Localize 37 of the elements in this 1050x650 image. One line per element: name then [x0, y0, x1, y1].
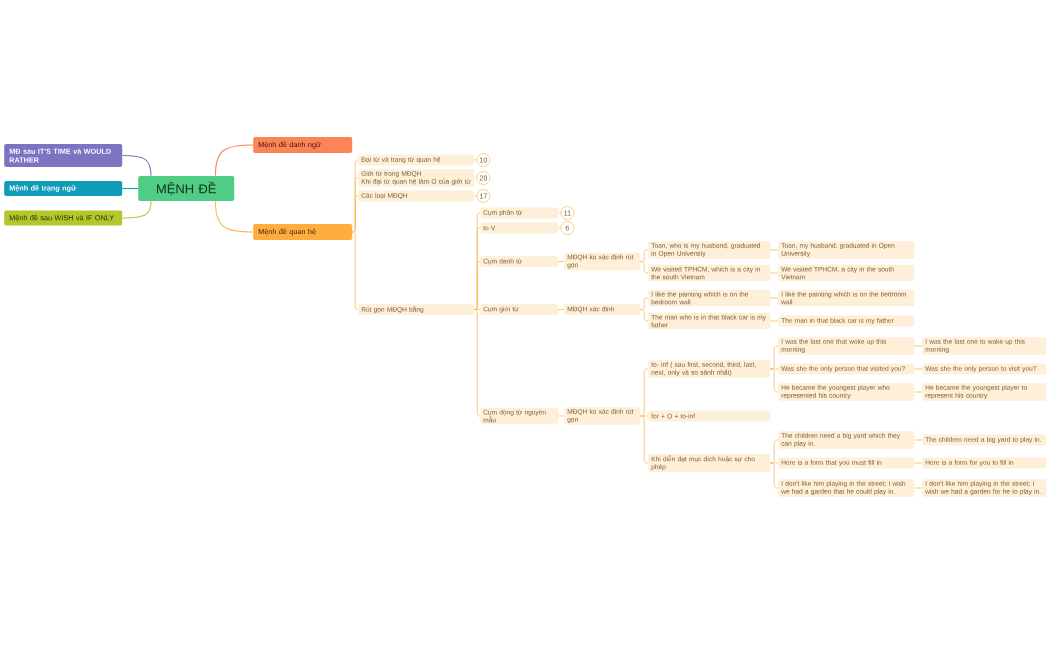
branch-line — [770, 297, 779, 299]
branch-line — [770, 368, 779, 393]
branch-line — [558, 309, 565, 310]
branch-line — [640, 309, 649, 322]
branch-line — [914, 462, 923, 464]
branch-line — [121, 154, 152, 177]
branch-line — [770, 345, 779, 370]
branch-line — [770, 462, 779, 489]
branch-line — [640, 249, 649, 262]
branch-line — [640, 415, 649, 464]
branch-line — [914, 345, 923, 347]
branch-line — [770, 439, 779, 464]
branch-line — [640, 415, 649, 417]
branch-line — [914, 439, 923, 441]
branch-line — [770, 320, 779, 322]
branch-line — [214, 200, 254, 233]
branch-line — [474, 309, 481, 417]
branch-line — [914, 391, 923, 393]
branch-line — [770, 462, 779, 464]
branch-line — [474, 261, 481, 310]
branch-line — [914, 487, 923, 489]
branch-line — [770, 272, 779, 274]
branch-line — [558, 261, 565, 262]
branch-line — [640, 261, 649, 274]
branch-line — [640, 297, 649, 310]
branch-line — [914, 368, 923, 370]
branch-line — [640, 368, 649, 417]
central-topic-box: MỆNH ĐỀ — [138, 176, 235, 201]
branch-line — [352, 231, 359, 310]
branch-line — [474, 309, 481, 310]
branch-line — [770, 249, 779, 251]
branch-line — [770, 368, 779, 370]
branch-line — [214, 144, 254, 177]
branch-line — [352, 195, 359, 233]
branch-line — [558, 415, 565, 417]
branch-line — [121, 187, 139, 190]
branch-line — [121, 200, 152, 219]
